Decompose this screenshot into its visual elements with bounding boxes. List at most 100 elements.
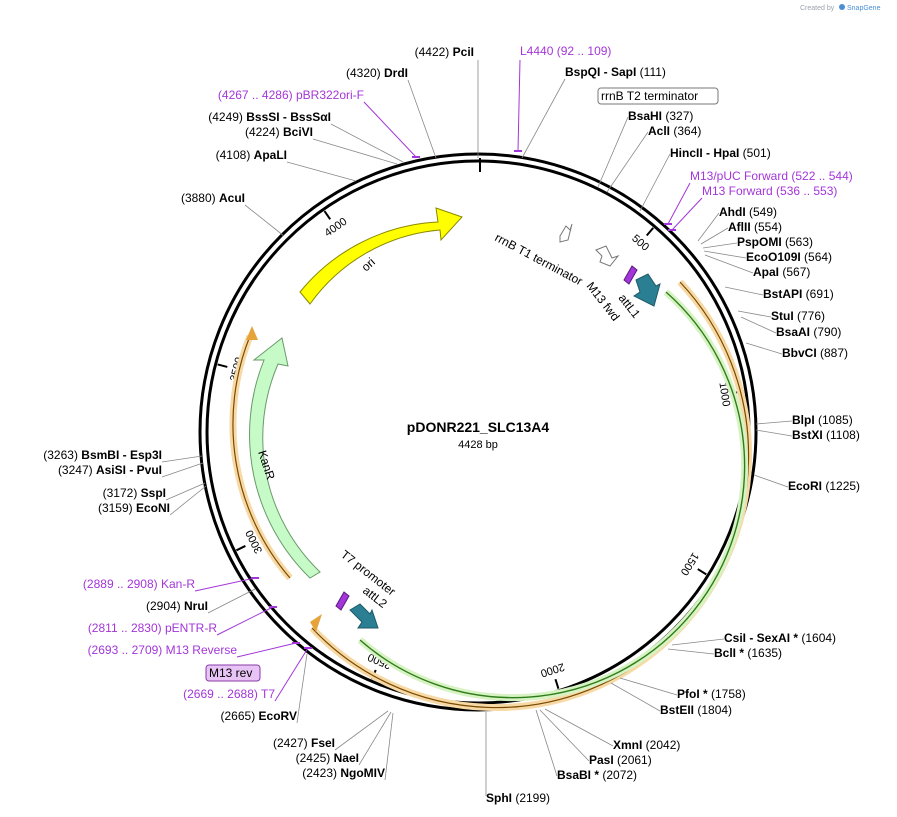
- enzyme-site-label[interactable]: PasI (2061): [589, 753, 652, 767]
- enzyme-position: (2665): [221, 709, 259, 723]
- enzyme-site-label[interactable]: (4224) BciVI: [245, 125, 313, 139]
- rrnb-t2-terminator-icon: [559, 223, 573, 243]
- enzyme-site-label[interactable]: EcoRI (1225): [788, 479, 860, 493]
- primer-label[interactable]: M13 Forward (536 .. 553): [702, 184, 837, 198]
- enzyme-site-label[interactable]: (3159) EcoNI: [98, 501, 170, 515]
- enzyme-position: (327): [662, 109, 693, 123]
- primer-leader-line: [194, 577, 256, 592]
- enzyme-site-label[interactable]: AhdI (549): [719, 205, 777, 219]
- enzyme-site-label[interactable]: XmnI (2042): [613, 738, 680, 752]
- enzyme-site-label[interactable]: (2427) FseI: [273, 736, 335, 750]
- primer-leader-line: [274, 647, 309, 702]
- enzyme-leader-line: [697, 212, 720, 242]
- enzyme-position: (1085): [815, 413, 853, 427]
- enzyme-name: FseI: [311, 736, 335, 750]
- enzyme-site-label[interactable]: BstXI (1108): [792, 428, 860, 442]
- enzyme-site-label[interactable]: AclI (364): [648, 124, 701, 138]
- enzyme-position: (776): [794, 309, 825, 323]
- enzyme-site-label[interactable]: (2425) NaeI: [296, 751, 359, 765]
- rrnb-t2-label: rrnB T2 terminator: [601, 89, 698, 103]
- enzyme-position: (2427): [273, 736, 311, 750]
- primer-label[interactable]: (2669 .. 2688) T7: [183, 687, 275, 701]
- enzyme-site-label[interactable]: HincII - HpaI (501): [670, 146, 771, 160]
- enzyme-site-label[interactable]: (2423) NgoMIV: [302, 766, 385, 780]
- enzyme-position: (3263): [43, 448, 81, 462]
- enzyme-site-label[interactable]: PfoI * (1758): [677, 687, 746, 701]
- enzyme-name: AcuI: [219, 191, 245, 205]
- enzyme-site-label[interactable]: (2904) NruI: [146, 599, 208, 613]
- t7-promoter-mark: [335, 591, 350, 611]
- enzyme-site-label[interactable]: BlpI (1085): [792, 413, 853, 427]
- enzyme-site-label[interactable]: BclI * (1635): [714, 646, 782, 660]
- primer-name: Kan-R: [161, 577, 195, 591]
- primer-label[interactable]: (2889 .. 2908) Kan-R: [83, 577, 195, 591]
- enzyme-site-label[interactable]: BsaAI (790): [776, 325, 841, 339]
- enzyme-name: ApaLI: [254, 148, 287, 162]
- credit-brand: SnapGene: [847, 5, 881, 12]
- insert-ring-arrowhead: [310, 614, 322, 632]
- enzyme-position: (1635): [744, 646, 782, 660]
- enzyme-leader-line: [740, 316, 777, 334]
- primer-label[interactable]: (2811 .. 2830) pENTR-R: [88, 621, 218, 635]
- enzyme-site-label[interactable]: (3247) AsiSI - PvuI: [58, 463, 162, 477]
- enzyme-name: PasI: [589, 753, 614, 767]
- enzyme-site-label[interactable]: (4320) DrdI: [346, 66, 408, 80]
- enzyme-site-label[interactable]: (3172) SspI: [103, 486, 166, 500]
- tick-label: 4000: [322, 216, 349, 240]
- enzyme-site-label[interactable]: BstAPI (691): [763, 287, 834, 301]
- primer-range: (522 .. 544): [788, 169, 853, 183]
- primer-leader-line: [363, 101, 417, 158]
- enzyme-site-label[interactable]: AflII (554): [728, 220, 782, 234]
- primer-range: (2693 .. 2709): [88, 643, 166, 657]
- enzyme-site-label[interactable]: BspQI - SapI (111): [565, 65, 666, 79]
- enzyme-site-label[interactable]: StuI (776): [771, 309, 825, 323]
- enzyme-position: (1758): [708, 687, 746, 701]
- enzyme-site-label[interactable]: ApaI (567): [753, 265, 810, 279]
- enzyme-name: PciI: [453, 45, 474, 59]
- enzyme-name: EcoRI: [788, 479, 822, 493]
- enzyme-site-label[interactable]: BbvCI (887): [782, 346, 848, 360]
- m13-rev-box[interactable]: [205, 664, 261, 682]
- enzyme-site-label[interactable]: (3263) BsmBI - Esp3I: [43, 448, 162, 462]
- enzyme-name: BstAPI: [763, 287, 802, 301]
- enzyme-leader-line: [207, 588, 256, 614]
- enzyme-position: (2199): [512, 791, 550, 805]
- primer-label[interactable]: (4267 .. 4286) pBR322ori-F: [218, 88, 364, 102]
- primer-name: pENTR-R: [165, 621, 217, 635]
- primer-label[interactable]: M13/pUC Forward (522 .. 544): [690, 169, 853, 183]
- enzyme-leader-line: [161, 455, 203, 463]
- enzyme-leader-line: [161, 462, 204, 478]
- primer-label[interactable]: L4440 (92 .. 109): [520, 44, 611, 58]
- label-leader-lines: [161, 59, 793, 796]
- primer-range: (2811 .. 2830): [88, 621, 165, 635]
- enzyme-position: (887): [817, 346, 848, 360]
- m13-rev-label: M13 rev: [209, 666, 252, 680]
- enzyme-name: BbvCI: [782, 346, 817, 360]
- enzyme-site-label[interactable]: BsaBI * (2072): [557, 768, 637, 782]
- enzyme-name: BsaHI: [628, 109, 662, 123]
- enzyme-leader-line: [334, 710, 389, 751]
- enzyme-site-label[interactable]: CsiI - SexAI * (1604): [724, 631, 836, 645]
- enzyme-site-label[interactable]: BsaHI (327): [628, 109, 693, 123]
- enzyme-site-label[interactable]: (3880) AcuI: [181, 191, 245, 205]
- enzyme-site-label[interactable]: EcoO109I (564): [746, 250, 832, 264]
- enzyme-position: (501): [739, 146, 770, 160]
- rrnb-t2-box: [597, 87, 719, 105]
- tick-mark: [323, 210, 332, 220]
- enzyme-site-label[interactable]: (4249) BssSI - BssSαI: [208, 110, 331, 124]
- enzyme-leader-line: [286, 161, 357, 182]
- enzyme-site-label[interactable]: BstEII (1804): [660, 703, 732, 717]
- enzyme-leader-line: [358, 711, 392, 766]
- enzyme-leader-line: [745, 342, 783, 355]
- enzyme-name: BssSI - BssSαI: [246, 110, 331, 124]
- tick-label: 2000: [539, 660, 566, 679]
- enzyme-site-label[interactable]: SphI (2199): [486, 791, 550, 805]
- enzyme-site-label[interactable]: (2665) EcoRV: [221, 709, 298, 723]
- enzyme-position: (4422): [415, 45, 453, 59]
- primer-leader-line: [236, 642, 297, 658]
- enzyme-site-label[interactable]: (4422) PciI: [415, 45, 474, 59]
- enzyme-site-label[interactable]: (4108) ApaLI: [216, 148, 287, 162]
- enzyme-site-label[interactable]: PspOMI (563): [737, 235, 813, 249]
- primer-label[interactable]: (2693 .. 2709) M13 Reverse: [88, 643, 238, 657]
